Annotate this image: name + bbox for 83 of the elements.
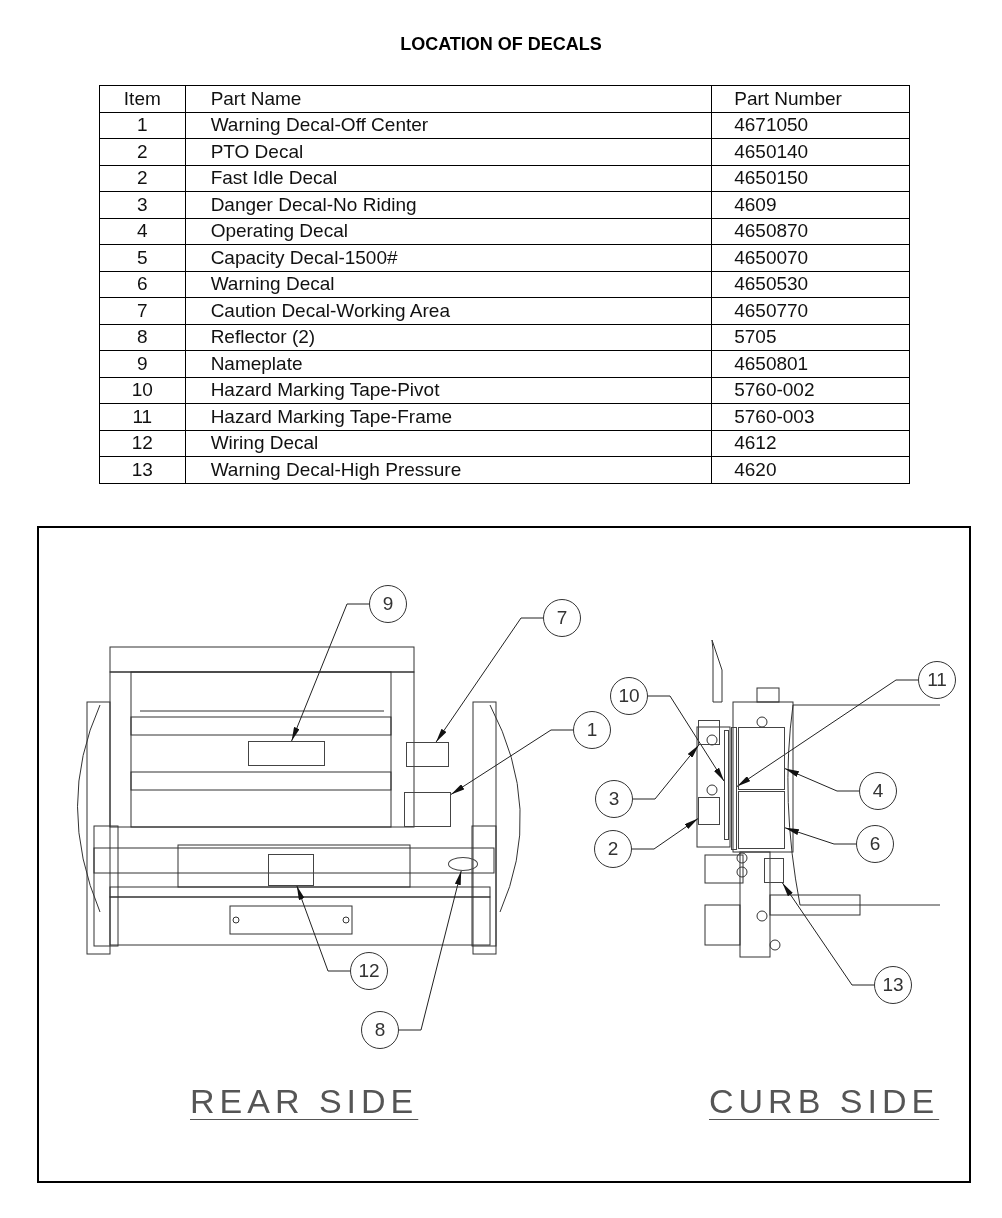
item-number: 11 <box>99 403 186 430</box>
leader-line <box>784 827 857 845</box>
part-number: 4612 <box>711 430 910 457</box>
item-number: 13 <box>99 456 186 483</box>
part-number: 5760-003 <box>711 403 910 430</box>
callout-number: 3 <box>595 780 633 818</box>
column-header: Item <box>99 85 186 112</box>
part-number: 4650530 <box>711 271 910 298</box>
item-number: 1 <box>99 112 186 139</box>
decal-outline <box>404 792 451 827</box>
marking-tape-strip <box>724 730 729 840</box>
leader-line <box>631 818 699 850</box>
leader-line <box>647 695 725 782</box>
decal-outline <box>738 727 785 790</box>
part-name: Reflector (2) <box>185 324 712 351</box>
part-name: Hazard Marking Tape-Pivot <box>185 377 712 404</box>
column-header: Part Number <box>711 85 910 112</box>
part-name: Hazard Marking Tape-Frame <box>185 403 712 430</box>
part-name: Warning Decal-Off Center <box>185 112 712 139</box>
marking-tape-strip <box>731 727 737 850</box>
callout-number: 11 <box>918 661 956 699</box>
item-number: 3 <box>99 191 186 218</box>
leader-line <box>782 882 875 986</box>
callout-number: 7 <box>543 599 581 637</box>
leader-line <box>435 617 544 743</box>
decal-outline <box>698 797 720 825</box>
part-number: 4650770 <box>711 297 910 324</box>
part-name: Warning Decal-High Pressure <box>185 456 712 483</box>
leader-line <box>398 870 462 1031</box>
item-number: 12 <box>99 430 186 457</box>
leader-line <box>632 744 700 800</box>
callout-number: 2 <box>594 830 632 868</box>
view-caption: CURB SIDE <box>709 1082 940 1121</box>
callout-number: 13 <box>874 966 912 1004</box>
leader-line <box>784 768 860 792</box>
item-number: 8 <box>99 324 186 351</box>
callout-number: 1 <box>573 711 611 749</box>
part-name: Operating Decal <box>185 218 712 245</box>
column-header: Part Name <box>185 85 712 112</box>
part-number: 4609 <box>711 191 910 218</box>
item-number: 7 <box>99 297 186 324</box>
part-number: 4650870 <box>711 218 910 245</box>
item-number: 2 <box>99 165 186 192</box>
decal-outline <box>248 741 325 766</box>
part-number: 4650140 <box>711 138 910 165</box>
decal-outline <box>406 742 449 767</box>
part-name: Wiring Decal <box>185 430 712 457</box>
item-number: 2 <box>99 138 186 165</box>
part-number: 4650150 <box>711 165 910 192</box>
part-number: 4650070 <box>711 244 910 271</box>
part-number: 5760-002 <box>711 377 910 404</box>
callout-number: 8 <box>361 1011 399 1049</box>
leader-line <box>291 603 370 742</box>
part-name: Danger Decal-No Riding <box>185 191 712 218</box>
leader-line <box>736 679 919 787</box>
item-number: 6 <box>99 271 186 298</box>
decal-outline <box>738 791 785 849</box>
decal-outline <box>698 720 720 745</box>
part-number: 4620 <box>711 456 910 483</box>
part-name: PTO Decal <box>185 138 712 165</box>
item-number: 9 <box>99 350 186 377</box>
leader-line <box>296 885 351 972</box>
decal-outline <box>764 858 784 883</box>
callout-number: 4 <box>859 772 897 810</box>
part-name: Warning Decal <box>185 271 712 298</box>
callout-number: 10 <box>610 677 648 715</box>
part-number: 4671050 <box>711 112 910 139</box>
callout-number: 6 <box>856 825 894 863</box>
part-name: Caution Decal-Working Area <box>185 297 712 324</box>
part-name: Capacity Decal-1500# <box>185 244 712 271</box>
part-number: 5705 <box>711 324 910 351</box>
part-number: 4650801 <box>711 350 910 377</box>
item-number: 4 <box>99 218 186 245</box>
part-name: Nameplate <box>185 350 712 377</box>
diagram-title: LOCATION OF DECALS <box>399 34 603 55</box>
leader-line <box>450 729 574 795</box>
item-number: 10 <box>99 377 186 404</box>
callout-number: 12 <box>350 952 388 990</box>
decal-outline <box>268 854 314 886</box>
part-name: Fast Idle Decal <box>185 165 712 192</box>
callout-number: 9 <box>369 585 407 623</box>
item-number: 5 <box>99 244 186 271</box>
view-caption: REAR SIDE <box>190 1082 419 1121</box>
